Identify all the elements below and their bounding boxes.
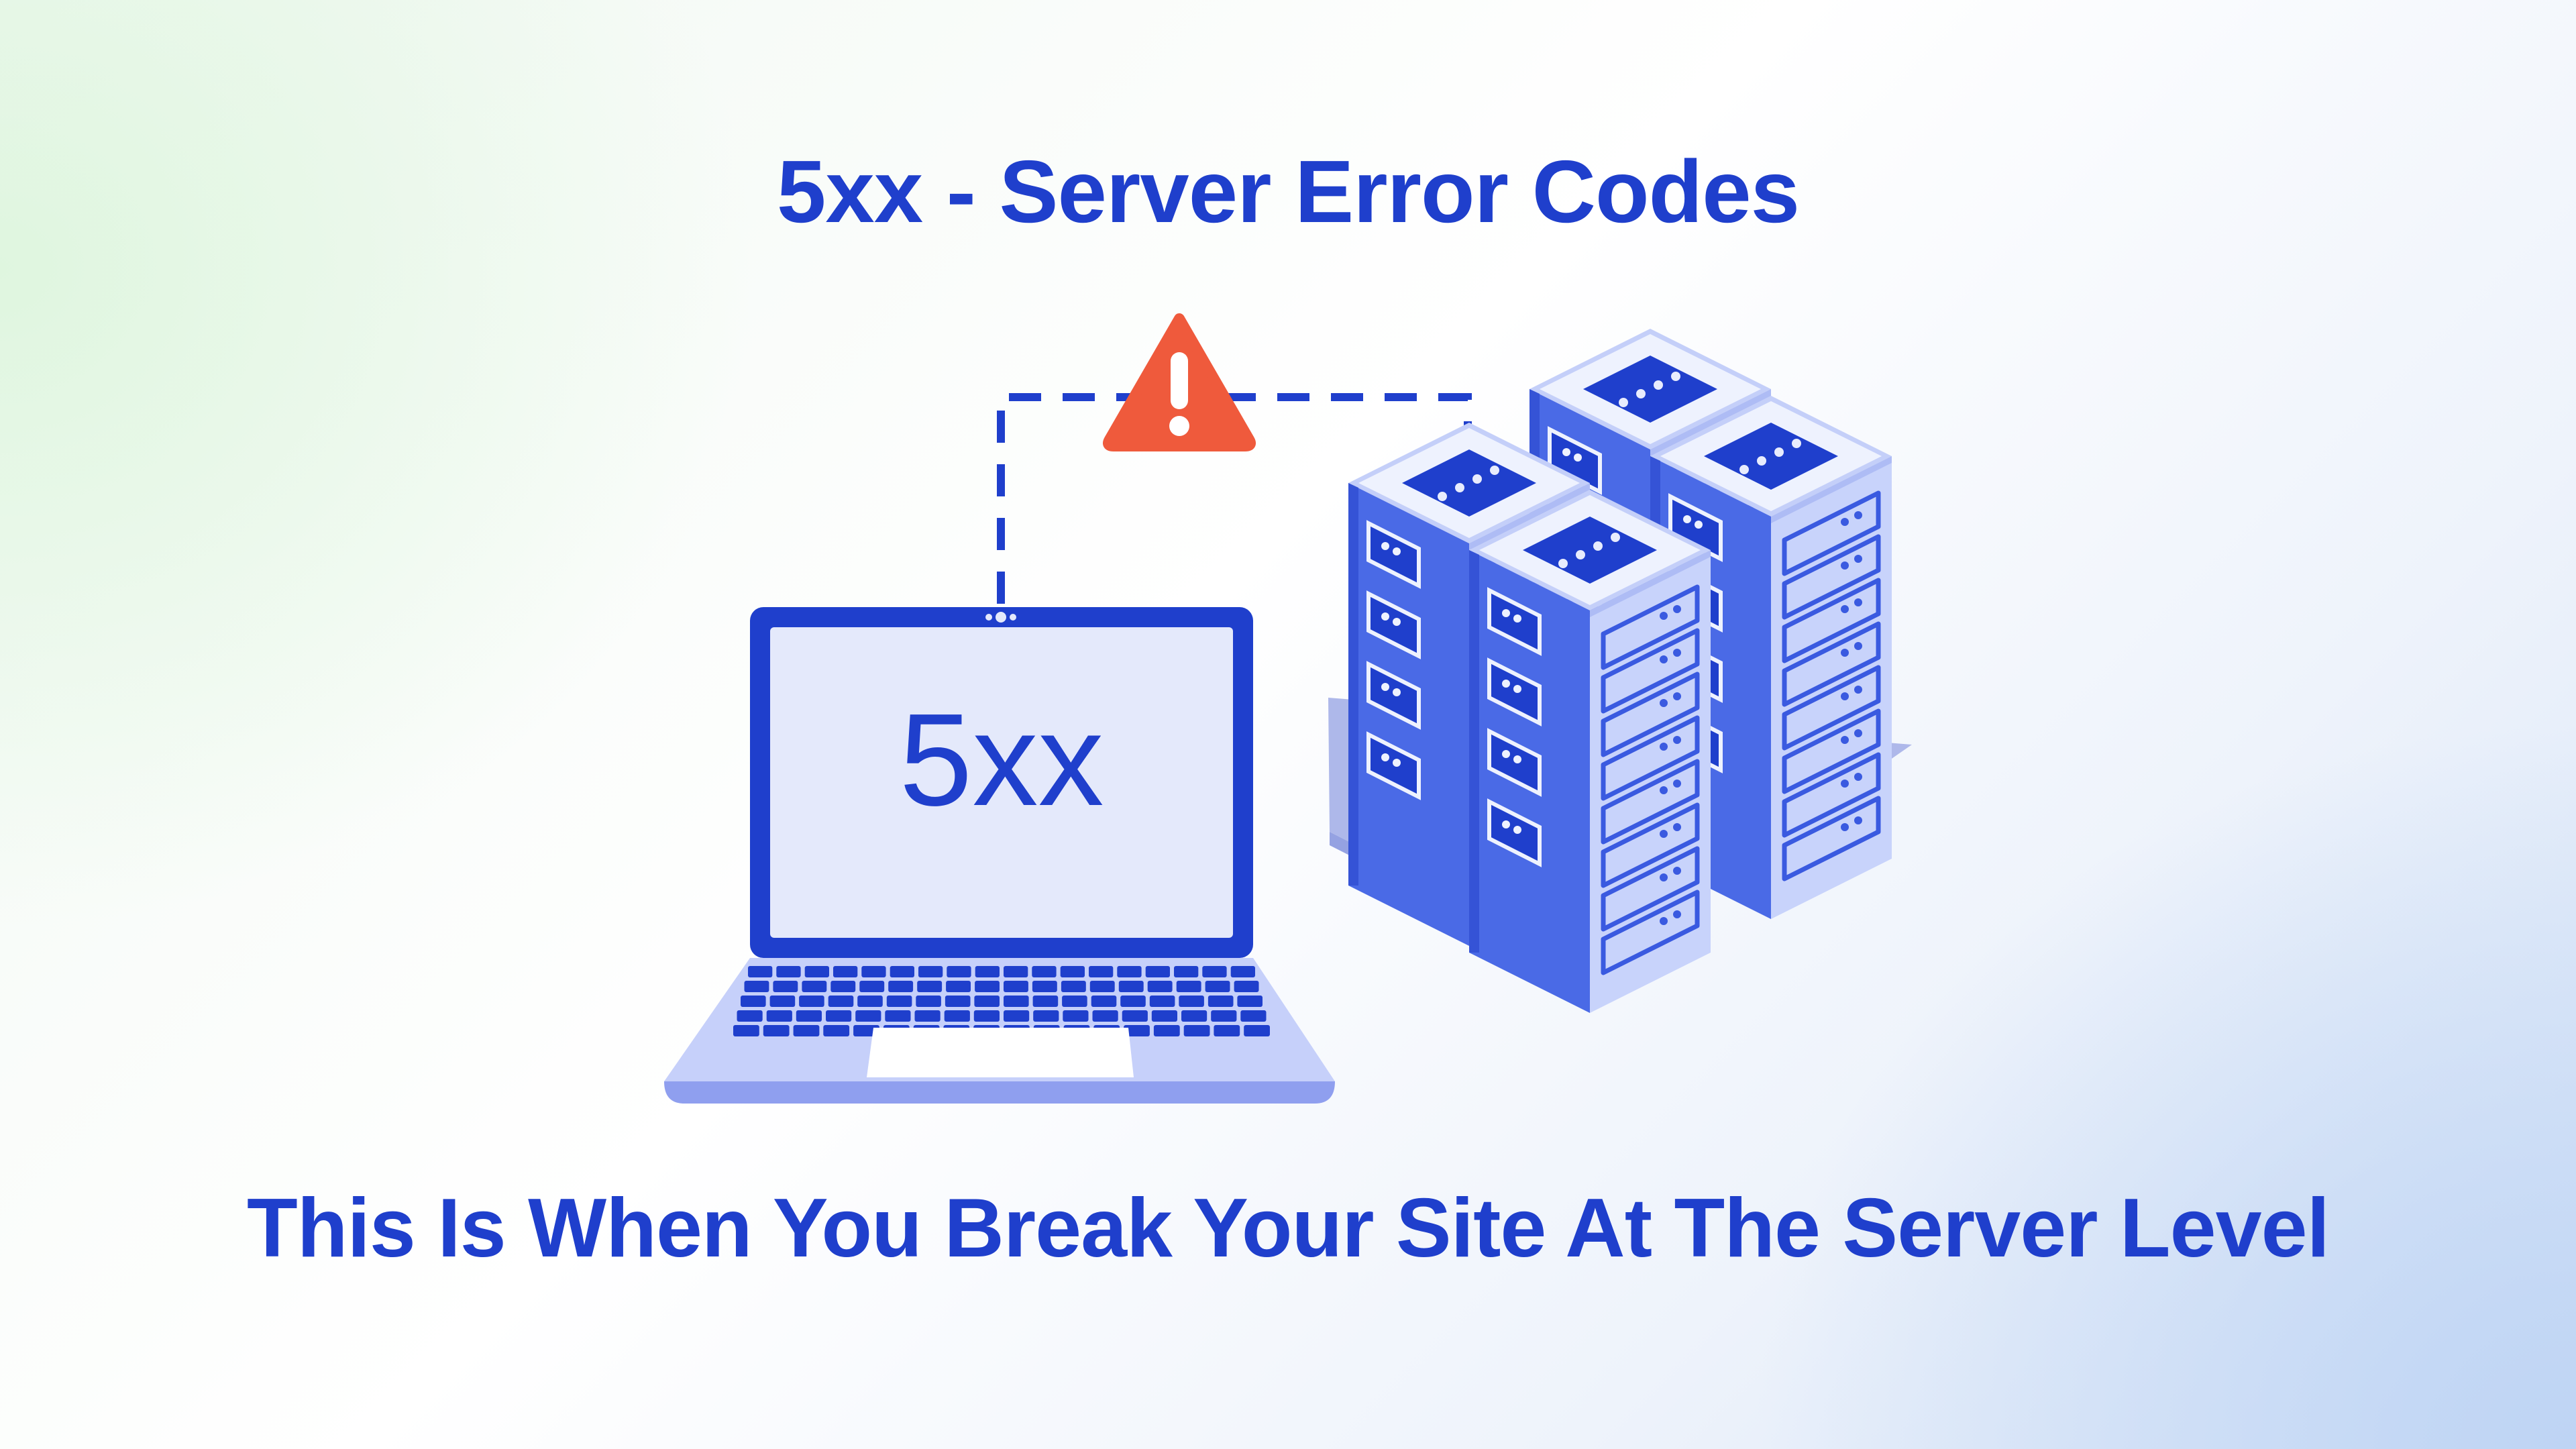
keyboard-key — [855, 1010, 881, 1022]
keyboard-key — [741, 996, 766, 1007]
keyboard-key — [1122, 1010, 1148, 1022]
keyboard-key — [769, 996, 796, 1007]
keyboard-key — [1234, 981, 1259, 992]
keyboard-key — [1061, 981, 1086, 992]
keyboard-key — [744, 981, 769, 992]
keyboard-key — [1033, 1010, 1059, 1022]
keyboard-key — [1032, 966, 1057, 977]
keyboard-key — [796, 1010, 822, 1022]
keyboard-key — [1183, 1025, 1210, 1036]
page-title: 5xx - Server Error Codes — [776, 142, 1800, 241]
keyboard-key — [1202, 966, 1227, 977]
keyboard-key — [799, 996, 824, 1007]
keyboard-key — [947, 966, 971, 977]
connection-dashed-line — [997, 393, 1472, 604]
keyboard-key — [1149, 996, 1175, 1007]
keyboard-key — [857, 996, 883, 1007]
keyboard-key — [1117, 966, 1142, 977]
keyboard-key — [1240, 1010, 1267, 1022]
keyboard-key — [793, 1025, 820, 1036]
keyboard-key — [1060, 966, 1085, 977]
keyboard-key — [890, 966, 914, 977]
keyboard-key — [763, 1025, 790, 1036]
keyboard-key — [826, 1010, 852, 1022]
keyboard-key — [1181, 1010, 1208, 1022]
keyboard-key — [945, 996, 971, 1007]
keyboard-key — [1230, 966, 1255, 977]
keyboard-key — [975, 981, 1000, 992]
keyboard-key — [804, 966, 829, 977]
keyboard-key — [1211, 1010, 1237, 1022]
keyboard-key — [830, 981, 856, 992]
keyboard-key — [1124, 1025, 1150, 1036]
server-rack-icon — [1328, 329, 1912, 1013]
keyboard-key — [766, 1010, 792, 1022]
keyboard-key — [888, 981, 914, 992]
keyboard-key — [1214, 1025, 1240, 1036]
keyboard-key — [914, 1010, 941, 1022]
keyboard-key — [1063, 1010, 1089, 1022]
keyboard-key — [1120, 996, 1146, 1007]
keyboard-key — [916, 996, 941, 1007]
keyboard-key — [944, 1010, 970, 1022]
keyboard-key — [748, 966, 773, 977]
keyboard-key — [1091, 996, 1117, 1007]
keyboard-key — [733, 1025, 759, 1036]
laptop-icon: 5xx — [664, 607, 1335, 1104]
keyboard-key — [1237, 996, 1263, 1007]
keyboard-key — [828, 996, 854, 1007]
keyboard-key — [1174, 966, 1199, 977]
keyboard-key — [1205, 981, 1230, 992]
keyboard-key — [973, 1010, 1000, 1022]
keyboard-key — [885, 1010, 911, 1022]
keyboard-key — [1032, 981, 1057, 992]
keyboard-key — [776, 966, 801, 977]
keyboard-key — [802, 981, 827, 992]
keyboard-key — [1145, 966, 1170, 977]
warning-triangle-icon — [1103, 313, 1256, 451]
keyboard-key — [1179, 996, 1204, 1007]
keyboard-key — [886, 996, 912, 1007]
keyboard-key — [918, 966, 943, 977]
keyboard-key — [1032, 996, 1059, 1007]
keyboard-key — [833, 966, 858, 977]
keyboard-key — [1089, 981, 1115, 992]
keyboard-key — [1244, 1025, 1270, 1036]
keyboard-key — [1147, 981, 1173, 992]
keyboard-key — [1118, 981, 1144, 992]
keyboard-key — [1004, 966, 1028, 977]
keyboard-key — [1004, 996, 1029, 1007]
keyboard-key — [773, 981, 798, 992]
page-subtitle: This Is When You Break Your Site At The … — [246, 1182, 2330, 1275]
keyboard-key — [1089, 966, 1114, 977]
keyboard-key — [859, 981, 885, 992]
keyboard-key — [1151, 1010, 1177, 1022]
keyboard-key — [823, 1025, 850, 1036]
keyboard-key — [1004, 1010, 1030, 1022]
keyboard-key — [1062, 996, 1087, 1007]
keyboard-key — [1004, 981, 1028, 992]
keyboard-key — [1092, 1010, 1118, 1022]
keyboard-key — [737, 1010, 763, 1022]
keyboard-key — [917, 981, 943, 992]
keyboard-key — [974, 996, 1000, 1007]
keyboard-key — [1153, 1025, 1180, 1036]
keyboard-key — [1208, 996, 1234, 1007]
keyboard-key — [861, 966, 886, 977]
laptop-screen-code: 5xx — [899, 686, 1104, 833]
keyboard-key — [1176, 981, 1201, 992]
keyboard-key — [946, 981, 971, 992]
keyboard-key — [975, 966, 1000, 977]
